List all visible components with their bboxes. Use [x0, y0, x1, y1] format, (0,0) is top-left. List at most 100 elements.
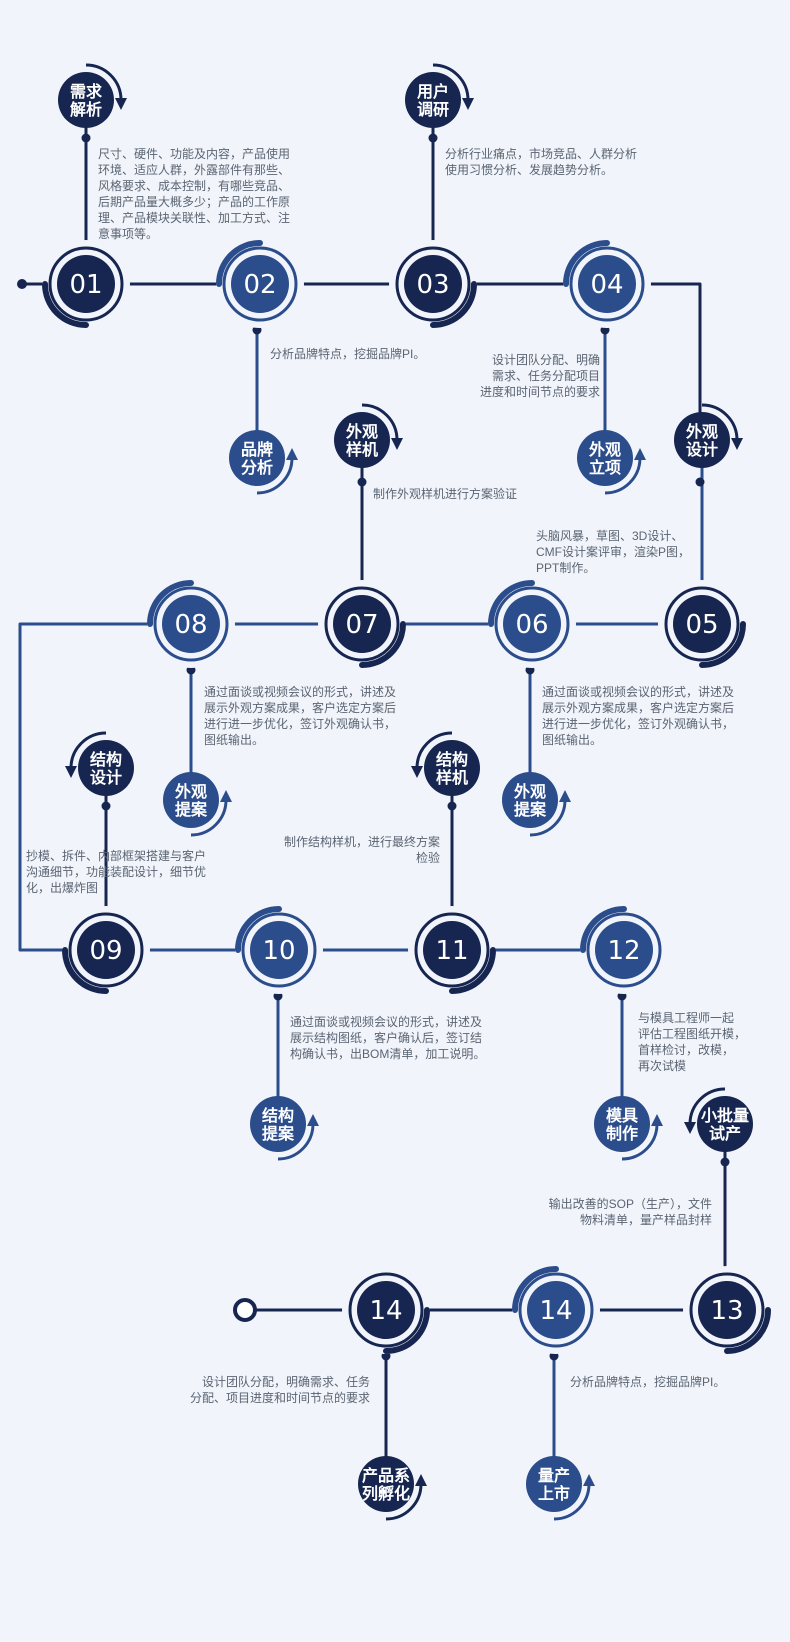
- node-label-line: 用户: [417, 82, 449, 101]
- step-arc: [563, 240, 610, 287]
- step-ring: [68, 912, 144, 988]
- step-disc: [231, 255, 289, 313]
- curved-arrow-icon: [277, 1123, 315, 1161]
- node-label-line: 结构: [435, 750, 468, 769]
- node-label-line: 调研: [417, 100, 449, 119]
- step-arc: [216, 240, 263, 287]
- desc-appearance-design: 头脑风暴，草图、3D设计、 CMF设计案评审，渲染P图， PPT制作。: [536, 529, 690, 575]
- node-label-line: 立项: [589, 458, 621, 477]
- step-disc: [404, 255, 462, 313]
- connector-dot: [357, 477, 367, 487]
- curved-arrow-icon: [361, 403, 399, 441]
- node-disc: [577, 430, 633, 486]
- node-disc: [250, 1096, 306, 1152]
- arrow-head-icon: [307, 1114, 319, 1126]
- desc-appearance-proposal-a: 通过面谈或视频会议的形式，讲述及 展示外观方案成果，客户选定方案后 进行进一步优…: [204, 685, 397, 747]
- node-label-line: 小批量: [701, 1106, 749, 1125]
- step-number: 04: [590, 270, 623, 300]
- connector-dot: [81, 133, 91, 143]
- step-arc: [383, 1307, 430, 1354]
- step-ring: [153, 586, 229, 662]
- arrow-head-icon: [286, 448, 298, 460]
- step-s01: 01: [42, 240, 130, 328]
- connector-dot: [720, 1157, 730, 1167]
- node-label-line: 结构: [89, 750, 122, 769]
- step-disc: [77, 921, 135, 979]
- step-arc: [430, 281, 477, 328]
- step-arc: [235, 906, 282, 953]
- desc-requirements-analysis: 尺寸、硬件、功能及内容，产品使用 环境、适应人群，外露部件有那些、 风格要求、成…: [98, 147, 291, 241]
- step-arc: [512, 1266, 559, 1313]
- step-arc: [580, 906, 627, 953]
- step-ring: [569, 246, 645, 322]
- connector-dot: [695, 477, 705, 487]
- step-ring: [395, 246, 471, 322]
- node-label-line: 解析: [70, 100, 102, 119]
- connector-dot: [447, 801, 457, 811]
- step-ring: [348, 1272, 424, 1348]
- step-ring: [222, 246, 298, 322]
- node-label-line: 结构: [261, 1106, 294, 1125]
- end-circle: [233, 1298, 257, 1322]
- curved-arrow-icon: [604, 457, 642, 495]
- desc-product-incubation: 设计团队分配，明确需求、任务 分配、项目进度和时间节点的要求: [189, 1375, 370, 1405]
- step-number: 10: [262, 936, 295, 966]
- node-label-line: 列孵化: [362, 1484, 410, 1503]
- node-label-line: 外观: [513, 782, 546, 801]
- node-label-line: 外观: [588, 440, 621, 459]
- step-number: 08: [174, 610, 207, 640]
- step-disc: [250, 921, 308, 979]
- node-label-line: 设计: [686, 440, 718, 459]
- arrow-head-icon: [684, 1122, 696, 1134]
- node-disc: [229, 430, 285, 486]
- step-number: 03: [416, 270, 449, 300]
- step-disc: [333, 595, 391, 653]
- node-disc: [358, 1456, 414, 1512]
- arrow-head-icon: [65, 766, 77, 778]
- step-ring: [48, 246, 124, 322]
- node-label-line: 产品系: [362, 1466, 410, 1485]
- desc-appearance-prototype: 制作外观样机进行方案验证: [373, 487, 518, 501]
- desc-structure-prototype: 制作结构样机，进行最终方案 检验: [283, 835, 440, 865]
- step-s14a: 14: [512, 1266, 600, 1354]
- step-ring: [414, 912, 490, 988]
- step-arc: [359, 621, 406, 668]
- step-number: 12: [607, 936, 640, 966]
- curved-arrow-icon: [69, 731, 107, 769]
- arrow-head-icon: [583, 1474, 595, 1486]
- step-disc: [578, 255, 636, 313]
- node-disc: [334, 412, 390, 468]
- step-ring: [518, 1272, 594, 1348]
- step-disc: [503, 595, 561, 653]
- arrow-head-icon: [415, 1474, 427, 1486]
- node-disc: [502, 772, 558, 828]
- node-label-line: 提案: [262, 1124, 295, 1143]
- arrow-head-icon: [634, 448, 646, 460]
- curved-arrow-icon: [432, 63, 470, 101]
- step-s12: 12: [580, 906, 668, 994]
- node-disc: [58, 72, 114, 128]
- node-label-line: 样机: [436, 768, 468, 787]
- arrow-head-icon: [115, 98, 127, 110]
- step-s04: 04: [563, 240, 651, 328]
- arrow-head-icon: [731, 438, 743, 450]
- curved-arrow-icon: [688, 1087, 726, 1125]
- step-ring: [241, 912, 317, 988]
- arrow-head-icon: [411, 766, 423, 778]
- step-s14b: 14: [342, 1266, 430, 1354]
- step-number: 09: [89, 936, 122, 966]
- curved-arrow-icon: [256, 457, 294, 495]
- step-disc: [595, 921, 653, 979]
- step-arc: [724, 1307, 771, 1354]
- step-number: 14: [539, 1296, 572, 1326]
- step-ring: [494, 586, 570, 662]
